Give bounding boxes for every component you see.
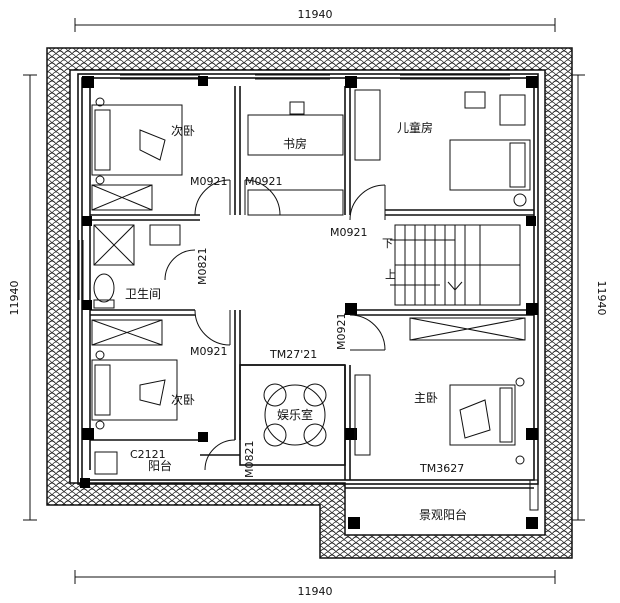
room-entertainment: 娱乐室	[277, 407, 313, 422]
dimension-left: 11940	[8, 281, 21, 316]
stairs-down-label: 下	[382, 237, 393, 250]
door-label-4: M0821	[196, 248, 209, 286]
dimension-bottom: 11940	[298, 585, 333, 598]
room-study: 书房	[283, 136, 307, 151]
window-label-c1: C2121	[130, 448, 166, 461]
furniture	[91, 89, 539, 511]
stairs[interactable]	[390, 224, 521, 306]
room-view-balcony: 景观阳台	[419, 507, 467, 522]
door-label-2: M0921	[245, 175, 283, 188]
stairs-up-label: 上	[385, 268, 396, 281]
room-bedroom-sw: 次卧	[171, 393, 195, 407]
dimension-top: 11940	[298, 8, 333, 21]
room-master-bedroom: 主卧	[414, 391, 438, 405]
columns	[80, 76, 538, 529]
room-labels: 次卧 书房 儿童房 卫生间 次卧 娱乐室 主卧 阳台 景观阳台	[125, 120, 467, 522]
door-label-1: M0921	[190, 175, 228, 188]
door-label-5: M0921	[190, 345, 228, 358]
opening-labels: M0921 M0921 M0921 M0821 M0921 M0921 M082…	[130, 175, 464, 478]
door-swings	[164, 179, 386, 471]
windows	[78, 74, 539, 485]
room-bedroom-nw: 次卧	[171, 124, 195, 138]
room-bathroom: 卫生间	[125, 287, 161, 301]
dimension-right: 11940	[595, 281, 608, 316]
room-children: 儿童房	[397, 120, 433, 135]
door-label-7: M0821	[243, 441, 256, 479]
roof-tile-border	[46, 47, 573, 559]
room-balcony: 阳台	[148, 458, 172, 473]
door-label-tm1: TM27'21	[269, 348, 317, 361]
door-label-6: M0921	[335, 313, 348, 351]
door-label-tm2: TM3627	[419, 462, 464, 475]
dimension-lines	[23, 18, 585, 584]
door-label-3: M0921	[330, 226, 368, 239]
